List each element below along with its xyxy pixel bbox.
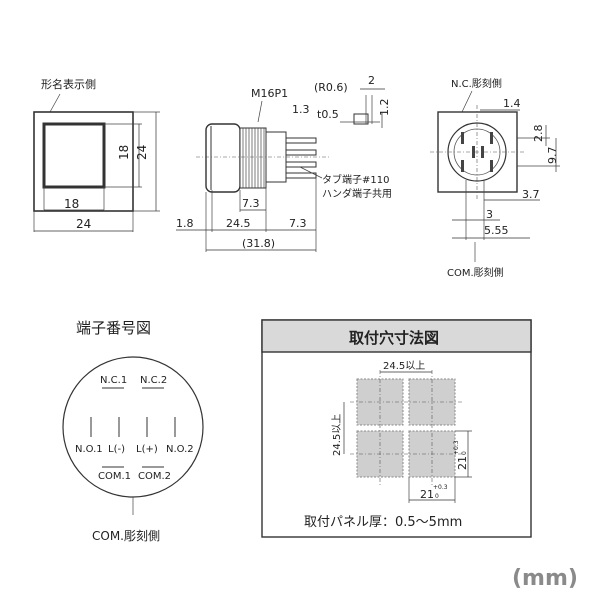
rear-nc-label: N.C.彫刻側 bbox=[451, 77, 502, 90]
terminal-com-side: COM.彫刻側 bbox=[92, 529, 160, 543]
mounting-hole-h: 21 bbox=[456, 456, 469, 470]
front-dim-18w: 18 bbox=[64, 197, 79, 211]
terminal-circle bbox=[62, 356, 204, 498]
terminal-com2: COM.2 bbox=[138, 471, 171, 482]
side-dim-1-8: 1.8 bbox=[176, 217, 194, 230]
mounting-title: 取付穴寸法図 bbox=[349, 329, 439, 347]
mounting-header bbox=[261, 319, 532, 353]
side-radius-label: (R0.6) bbox=[314, 81, 348, 94]
rear-dim-2-8: 2.8 bbox=[532, 125, 545, 143]
front-view-label: 形名表示側 bbox=[41, 77, 96, 91]
side-dim-2: 2 bbox=[368, 74, 375, 87]
rear-view: N.C.彫刻側 1.4 2.8 9.7 3.7 3 5.55 bbox=[430, 77, 560, 279]
rear-dim-1-4: 1.4 bbox=[503, 97, 521, 110]
rear-dim-3-7: 3.7 bbox=[522, 188, 540, 201]
front-inner-lens bbox=[42, 122, 106, 189]
front-dim-24h: 24 bbox=[135, 145, 149, 160]
side-dim-0-5: t0.5 bbox=[317, 108, 339, 121]
mounting-pitch-v: 24.5以上 bbox=[331, 414, 343, 456]
terminal-com1: COM.1 bbox=[98, 471, 131, 482]
side-dim-24-5: 24.5 bbox=[226, 217, 251, 230]
mounting-tol-plus-h: +0.3 bbox=[453, 440, 460, 455]
terminal-title: 端子番号図 bbox=[76, 319, 151, 337]
rear-dim-5-55: 5.55 bbox=[484, 224, 509, 237]
mounting-tol-zero-w: 0 bbox=[435, 493, 439, 500]
side-dim-1-3: 1.3 bbox=[292, 103, 310, 116]
front-label-leader bbox=[49, 93, 61, 113]
mounting-frame bbox=[261, 319, 532, 538]
side-thread-body bbox=[239, 127, 267, 189]
rear-dim-9-7: 9.7 bbox=[546, 147, 559, 165]
mounting-hole-w: 21 bbox=[420, 488, 434, 501]
terminal-lplus: L(+) bbox=[136, 444, 158, 455]
terminal-nc1: N.C.1 bbox=[100, 375, 127, 386]
side-dim-1-2: 1.2 bbox=[378, 99, 391, 117]
terminal-no2: N.O.2 bbox=[166, 444, 194, 455]
side-dim-7-3b: 7.3 bbox=[289, 217, 307, 230]
terminal-diagram: 端子番号図 N.C.1 N.C.2 N.O.1 L(-) L(+) N.O.2 … bbox=[62, 319, 204, 543]
mounting-tol-plus-w: +0.3 bbox=[433, 484, 448, 491]
side-tab-note: タブ端子#110 bbox=[322, 173, 389, 186]
side-view: M16P1 (R0.6) 2 1.3 t0.5 1.2 bbox=[176, 74, 392, 252]
terminal-nc2: N.C.2 bbox=[140, 375, 167, 386]
side-solder-note: ハンダ端子共用 bbox=[322, 187, 392, 200]
mounting-pitch-h: 24.5以上 bbox=[383, 360, 425, 372]
side-dim-31-8: (31.8) bbox=[242, 237, 275, 250]
rear-dim-3: 3 bbox=[486, 208, 493, 221]
terminal-lminus: L(-) bbox=[108, 444, 125, 455]
front-dim-18h: 18 bbox=[117, 145, 131, 160]
side-thread-label: M16P1 bbox=[251, 87, 288, 100]
mounting-panel-note: 取付パネル厚：0.5～5mm bbox=[304, 515, 462, 530]
mounting-tol-zero-h: 0 bbox=[461, 451, 468, 455]
unit-label: (mm) bbox=[512, 566, 578, 591]
side-dim-7-3a: 7.3 bbox=[242, 197, 260, 210]
front-dim-24w: 24 bbox=[76, 217, 91, 231]
terminal-no1: N.O.1 bbox=[75, 444, 103, 455]
mounting-diagram: 取付穴寸法図 24.5以上 24.5以上 21 +0.3 0 21 +0.3 0… bbox=[261, 319, 532, 538]
front-view: 形名表示側 18 24 18 24 bbox=[33, 77, 160, 232]
rear-com-label: COM.彫刻側 bbox=[447, 266, 504, 279]
